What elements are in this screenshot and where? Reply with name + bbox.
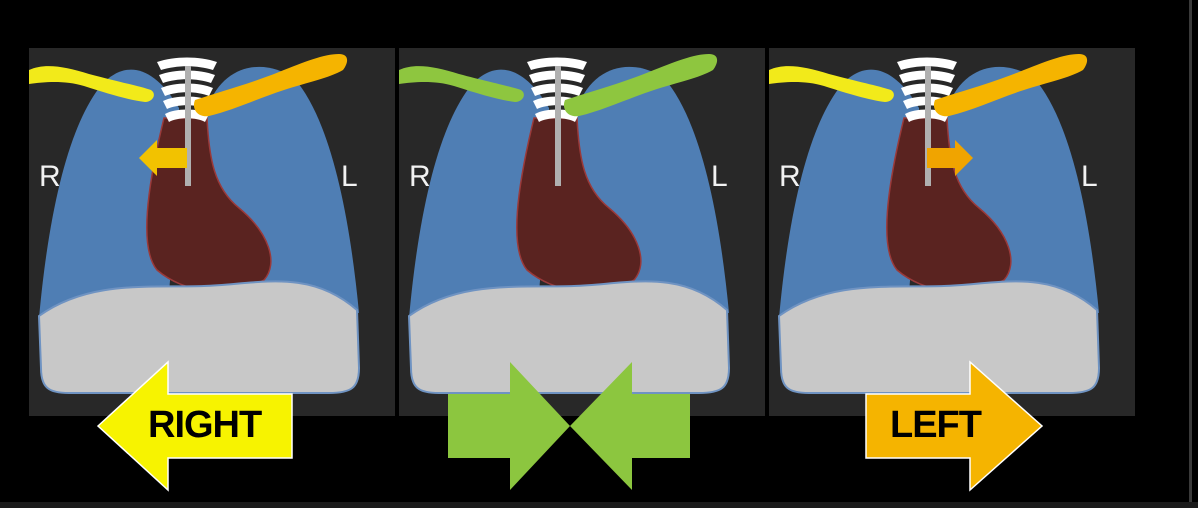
right-clavicle xyxy=(769,66,894,102)
left-clavicle xyxy=(193,54,348,117)
trachea-shift-right-icon xyxy=(927,140,973,176)
left-side-label: L xyxy=(1081,160,1098,193)
vertebra xyxy=(527,57,587,70)
vertebra xyxy=(157,57,217,70)
right-clavicle xyxy=(399,66,524,102)
chest-panel-rotated-left: R L xyxy=(769,48,1135,416)
trachea xyxy=(555,66,561,186)
right-clavicle xyxy=(29,66,154,102)
left-side-label: L xyxy=(341,160,358,193)
left-clavicle xyxy=(563,54,718,117)
vertebra xyxy=(897,57,957,70)
rotation-right-arrow: RIGHT xyxy=(96,360,296,492)
chest-panel-rotated-right: R L xyxy=(29,48,395,416)
rotation-left-arrow: LEFT xyxy=(864,360,1044,492)
right-side-label: R xyxy=(409,160,431,193)
chest-illustration xyxy=(29,54,361,394)
right-side-label: R xyxy=(779,160,801,193)
frame-bottom xyxy=(0,502,1198,508)
rotation-right-label: RIGHT xyxy=(148,404,262,446)
trachea-shift-left-icon xyxy=(139,140,187,176)
chest-illustration xyxy=(399,54,731,394)
right-lung xyxy=(779,69,919,318)
right-lung xyxy=(39,69,179,318)
diaphragm xyxy=(37,280,361,394)
frame-edge xyxy=(1189,0,1192,508)
right-side-label: R xyxy=(39,160,61,193)
left-clavicle xyxy=(933,54,1088,117)
trachea xyxy=(185,66,191,186)
chest-panel-neutral: R L xyxy=(399,48,765,416)
trachea xyxy=(925,66,931,186)
converging-arrow-right-icon xyxy=(570,362,690,490)
diaphragm xyxy=(407,280,731,394)
rotation-left-label: LEFT xyxy=(890,404,982,446)
converging-arrow-left-icon xyxy=(448,362,570,490)
right-lung xyxy=(409,69,549,318)
diaphragm xyxy=(777,280,1101,394)
rotation-neutral-arrows xyxy=(446,360,692,492)
chest-illustration xyxy=(769,54,1101,394)
left-side-label: L xyxy=(711,160,728,193)
